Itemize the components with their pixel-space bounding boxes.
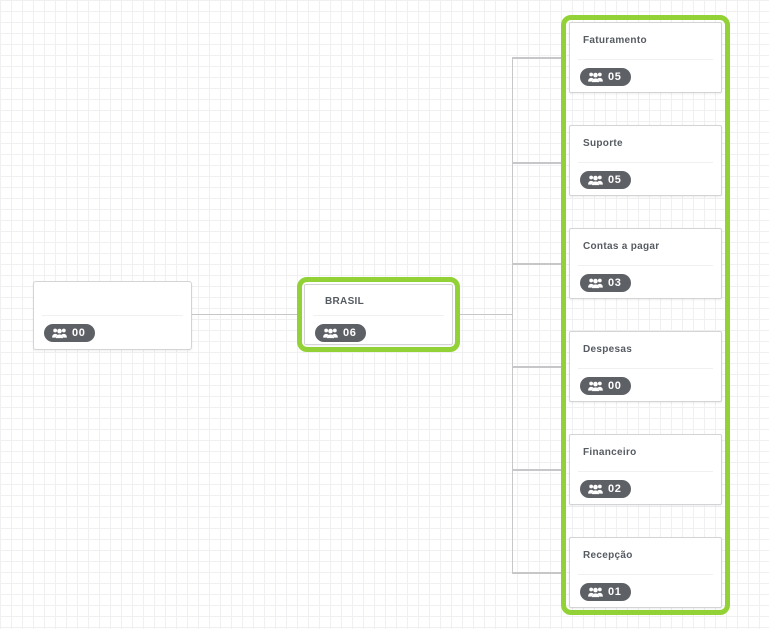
users-icon: [588, 587, 603, 598]
department-node-despesas[interactable]: Despesas 00: [569, 331, 722, 402]
selection-highlight: BRASIL 06: [297, 277, 460, 352]
node-divider: [313, 315, 444, 316]
node-divider: [578, 471, 713, 472]
departments-selection-highlight: Faturamento 05 Suporte: [561, 15, 730, 615]
connector-line: [511, 57, 513, 574]
node-divider: [578, 265, 713, 266]
member-count: 00: [72, 327, 86, 339]
member-count-badge: 06: [315, 324, 367, 342]
connector-line: [512, 572, 561, 574]
department-node-faturamento[interactable]: Faturamento 05: [569, 22, 722, 93]
node-divider: [42, 315, 183, 316]
node-title: Faturamento: [583, 35, 647, 46]
member-count-badge: 00: [580, 377, 632, 395]
node-title: Suporte: [583, 138, 623, 149]
node-divider: [578, 59, 713, 60]
node-title: Contas a pagar: [583, 241, 660, 252]
member-count-badge: 00: [44, 324, 96, 342]
brasil-node[interactable]: BRASIL 06: [304, 284, 453, 345]
member-count-badge: 05: [580, 171, 632, 189]
member-count-badge: 03: [580, 274, 632, 292]
member-count: 05: [608, 71, 622, 83]
member-count: 05: [608, 174, 622, 186]
department-node-financeiro[interactable]: Financeiro 02: [569, 434, 722, 505]
users-icon: [52, 328, 67, 339]
connector-line: [512, 57, 561, 59]
node-title: [34, 282, 191, 315]
department-node-recepcao[interactable]: Recepção 01: [569, 537, 722, 608]
member-count-badge: 05: [580, 68, 632, 86]
root-node[interactable]: 00: [33, 281, 192, 350]
node-title: BRASIL: [325, 296, 365, 307]
node-title: Recepção: [583, 550, 633, 561]
node-title: Financeiro: [583, 447, 637, 458]
department-node-suporte[interactable]: Suporte 05: [569, 125, 722, 196]
node-divider: [578, 368, 713, 369]
node-divider: [578, 162, 713, 163]
connector-line: [512, 469, 561, 471]
connector-line: [192, 313, 297, 315]
department-node-contas-a-pagar[interactable]: Contas a pagar 03: [569, 228, 722, 299]
member-count-badge: 02: [580, 480, 632, 498]
connector-line: [460, 313, 512, 315]
member-count: 02: [608, 483, 622, 495]
member-count-badge: 01: [580, 583, 632, 601]
users-icon: [588, 175, 603, 186]
member-count: 03: [608, 277, 622, 289]
connector-line: [512, 263, 561, 265]
connector-line: [512, 162, 561, 164]
users-icon: [323, 328, 338, 339]
users-icon: [588, 484, 603, 495]
node-divider: [578, 574, 713, 575]
member-count: 01: [608, 586, 622, 598]
users-icon: [588, 72, 603, 83]
users-icon: [588, 381, 603, 392]
users-icon: [588, 278, 603, 289]
member-count: 06: [343, 327, 357, 339]
connector-line: [512, 366, 561, 368]
node-title: Despesas: [583, 344, 633, 355]
member-count: 00: [608, 380, 622, 392]
